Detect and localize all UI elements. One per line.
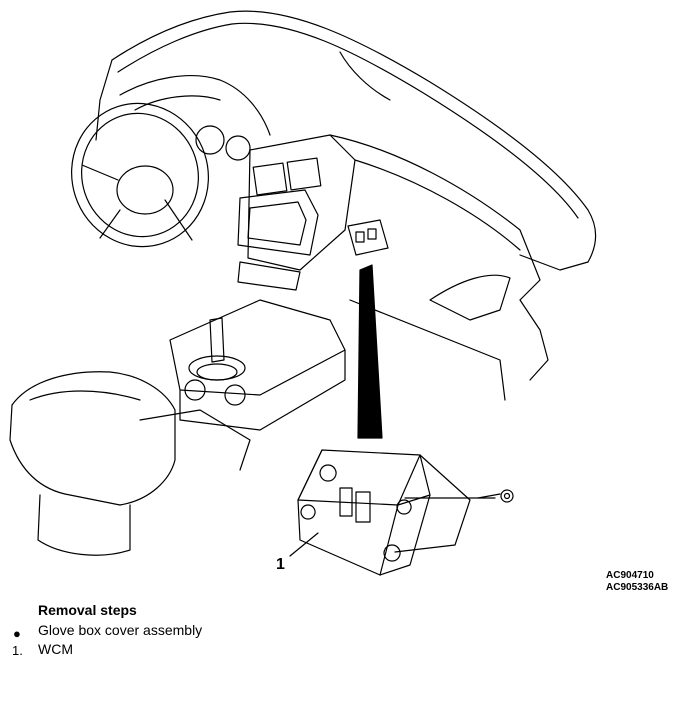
wcm-module (297, 449, 496, 576)
wcm-location-marker (347, 219, 389, 256)
step-label: Glove box cover assembly (38, 622, 203, 638)
floor-console (139, 299, 346, 471)
figure-code: AC904710 (606, 570, 654, 581)
step-label: WCM (38, 641, 73, 657)
step-marker-number: 1. (12, 643, 23, 658)
figure-code: AC905336AB (606, 582, 669, 593)
callout-number: 1 (276, 556, 285, 573)
screw (477, 489, 514, 503)
dashboard-wcm-illustration (9, 10, 597, 576)
dashboard-outline (95, 10, 597, 271)
armrest (9, 371, 176, 556)
callout-leader (289, 532, 319, 557)
center-stack (237, 134, 356, 291)
step-marker-bullet: ● (13, 626, 21, 641)
figure-codes: AC904710 AC905336AB (606, 570, 668, 594)
steering-wheel (71, 102, 209, 248)
removal-steps-title: Removal steps (38, 602, 137, 618)
pointer-beam (357, 264, 383, 439)
instrument-hood (119, 75, 271, 161)
